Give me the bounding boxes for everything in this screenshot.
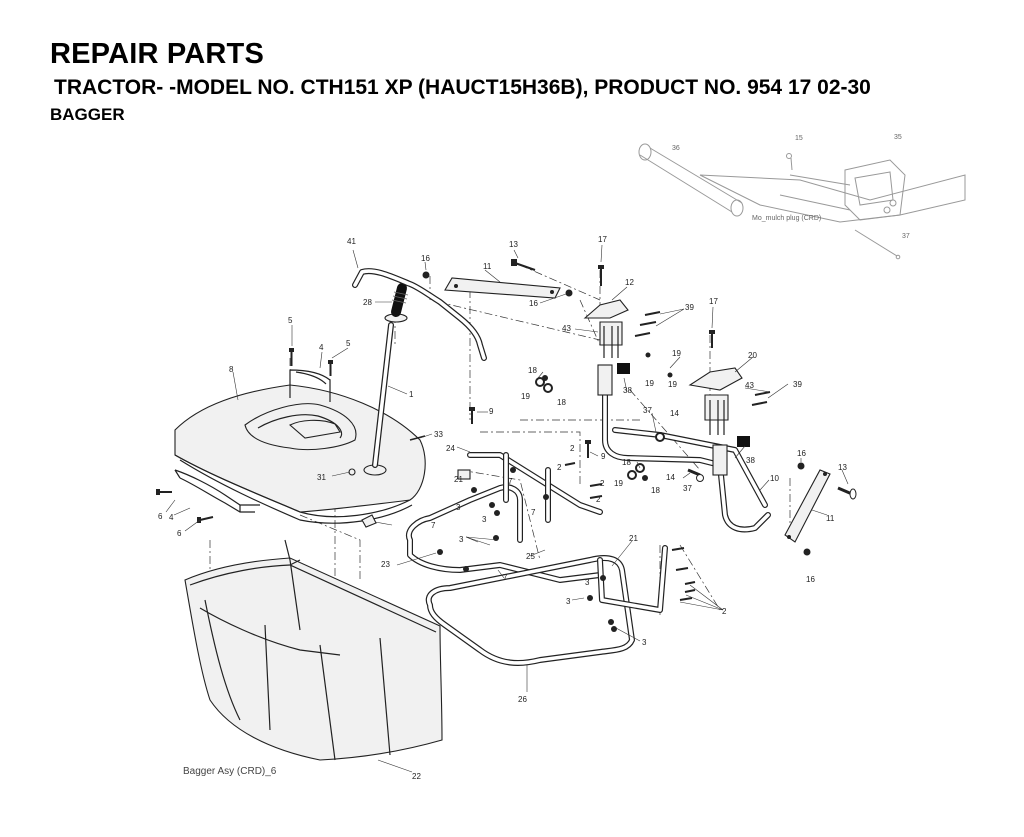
callout-19c: 19 bbox=[668, 380, 677, 389]
chute-rod bbox=[372, 313, 408, 468]
callout-2c: 2 bbox=[600, 479, 605, 488]
callout-22: 21 bbox=[454, 475, 463, 484]
page-title: REPAIR PARTS bbox=[50, 38, 265, 70]
figure-caption: Bagger Asy (CRD)_6 bbox=[183, 766, 277, 777]
callout-10: 10 bbox=[770, 474, 779, 483]
callout-16d: 16 bbox=[806, 575, 815, 584]
callout-18c: 18 bbox=[622, 458, 631, 467]
callout-19: 19 bbox=[672, 349, 681, 358]
callout-7: 7 bbox=[508, 477, 513, 486]
callout-8: 8 bbox=[229, 365, 234, 374]
callout-19b: 19 bbox=[645, 379, 654, 388]
callout-19e: 19 bbox=[614, 479, 623, 488]
callout-14: 14 bbox=[670, 409, 679, 418]
callout-2: 2 bbox=[570, 444, 575, 453]
callout-3d: 3 bbox=[585, 578, 590, 587]
side-handle bbox=[174, 469, 260, 513]
callout-28: 28 bbox=[363, 298, 372, 307]
support-bracket-10 bbox=[597, 364, 771, 533]
callout-17: 17 bbox=[598, 235, 607, 244]
callout-18d: 18 bbox=[651, 486, 660, 495]
callout-7b: 7 bbox=[531, 508, 536, 517]
callout-18: 18 bbox=[528, 366, 537, 375]
callout-26: 26 bbox=[518, 695, 527, 704]
callout-13: 13 bbox=[509, 240, 518, 249]
callout-7d: 7 bbox=[431, 521, 436, 530]
callout-32: 33 bbox=[434, 430, 443, 439]
callout-38b: 39 bbox=[793, 380, 802, 389]
latch-bracket-12 bbox=[583, 299, 629, 358]
callout-35: 37 bbox=[902, 233, 910, 240]
handle-rod bbox=[352, 268, 487, 361]
callout-3: 3 bbox=[456, 503, 461, 512]
callout-4b: 4 bbox=[169, 513, 174, 522]
callout-20: 20 bbox=[748, 351, 757, 360]
callout-4: 4 bbox=[319, 343, 324, 352]
callout-24: 24 bbox=[446, 444, 455, 453]
mulch-plug-inset bbox=[638, 143, 966, 260]
callout-38: 39 bbox=[685, 303, 694, 312]
callout-16b: 16 bbox=[529, 299, 538, 308]
callout-15: 15 bbox=[795, 135, 803, 142]
callout-37b: 38 bbox=[746, 456, 755, 465]
small-parts bbox=[348, 468, 471, 528]
callout-34: 36 bbox=[672, 145, 680, 152]
grip bbox=[391, 283, 409, 317]
callout-37: 38 bbox=[623, 386, 632, 395]
callout-33: 35 bbox=[894, 134, 902, 141]
callout-41: 43 bbox=[562, 324, 571, 333]
callout-16c: 16 bbox=[797, 449, 806, 458]
callout-11: 11 bbox=[483, 262, 492, 271]
callout-9: 9 bbox=[489, 407, 494, 416]
strap-11-side bbox=[784, 469, 831, 543]
callout-25: 25 bbox=[526, 552, 535, 561]
callout-23: 23 bbox=[381, 560, 390, 569]
grass-bag bbox=[184, 539, 443, 761]
callout-3f: 3 bbox=[642, 638, 647, 647]
callout-36: 37 bbox=[643, 406, 652, 415]
callout-18b: 18 bbox=[557, 398, 566, 407]
callout-36b: 37 bbox=[683, 484, 692, 493]
callout-16: 16 bbox=[421, 254, 430, 263]
latch-bracket-20 bbox=[688, 367, 743, 435]
callout-leaders bbox=[165, 244, 849, 773]
callout-3b: 3 bbox=[482, 515, 487, 524]
callout-1: 1 bbox=[409, 390, 414, 399]
callout-2d: 2 bbox=[596, 495, 601, 504]
callout-12: 12 bbox=[625, 278, 634, 287]
callout-17b: 17 bbox=[709, 297, 718, 306]
callout-3e: 3 bbox=[566, 597, 571, 606]
callout-41b: 43 bbox=[745, 381, 754, 390]
callout-31: 31 bbox=[317, 473, 326, 482]
callout-3c: 3 bbox=[459, 535, 464, 544]
callout-6: 6 bbox=[158, 512, 163, 521]
lid-handle bbox=[289, 369, 331, 402]
callout-6b: 6 bbox=[177, 529, 182, 538]
callout-7c: 7 bbox=[503, 573, 508, 582]
callout-5: 5 bbox=[288, 316, 293, 325]
callout-5b: 5 bbox=[346, 339, 351, 348]
section-heading: BAGGER bbox=[50, 105, 125, 124]
callout-19d: 19 bbox=[521, 392, 530, 401]
callout-labels: 41 16 13 11 16 17 12 39 17 43 5 5 4 28 8… bbox=[158, 134, 910, 781]
callout-22b: 21 bbox=[629, 534, 638, 543]
callout-14b: 14 bbox=[666, 473, 675, 482]
callout-39: 41 bbox=[347, 237, 356, 246]
hardware-fasteners bbox=[156, 259, 857, 632]
strap-11-upper bbox=[444, 277, 561, 299]
callout-21: 22 bbox=[412, 772, 421, 781]
lower-frame bbox=[425, 545, 668, 666]
callout-2b: 2 bbox=[557, 463, 562, 472]
inset-caption: Mo_mulch plug (CRD) bbox=[752, 215, 821, 222]
assembly-center-lines bbox=[209, 264, 791, 631]
callout-11b: 11 bbox=[826, 514, 835, 523]
model-subtitle: TRACTOR- -MODEL NO. CTH151 XP (HAUCT15H3… bbox=[54, 76, 871, 99]
bag-frame bbox=[405, 452, 603, 583]
callout-2e: 2 bbox=[722, 607, 727, 616]
callout-9b: 9 bbox=[601, 452, 606, 461]
rubber-blocks bbox=[617, 363, 750, 447]
bagger-lid bbox=[174, 384, 426, 524]
callout-13b: 13 bbox=[838, 463, 847, 472]
